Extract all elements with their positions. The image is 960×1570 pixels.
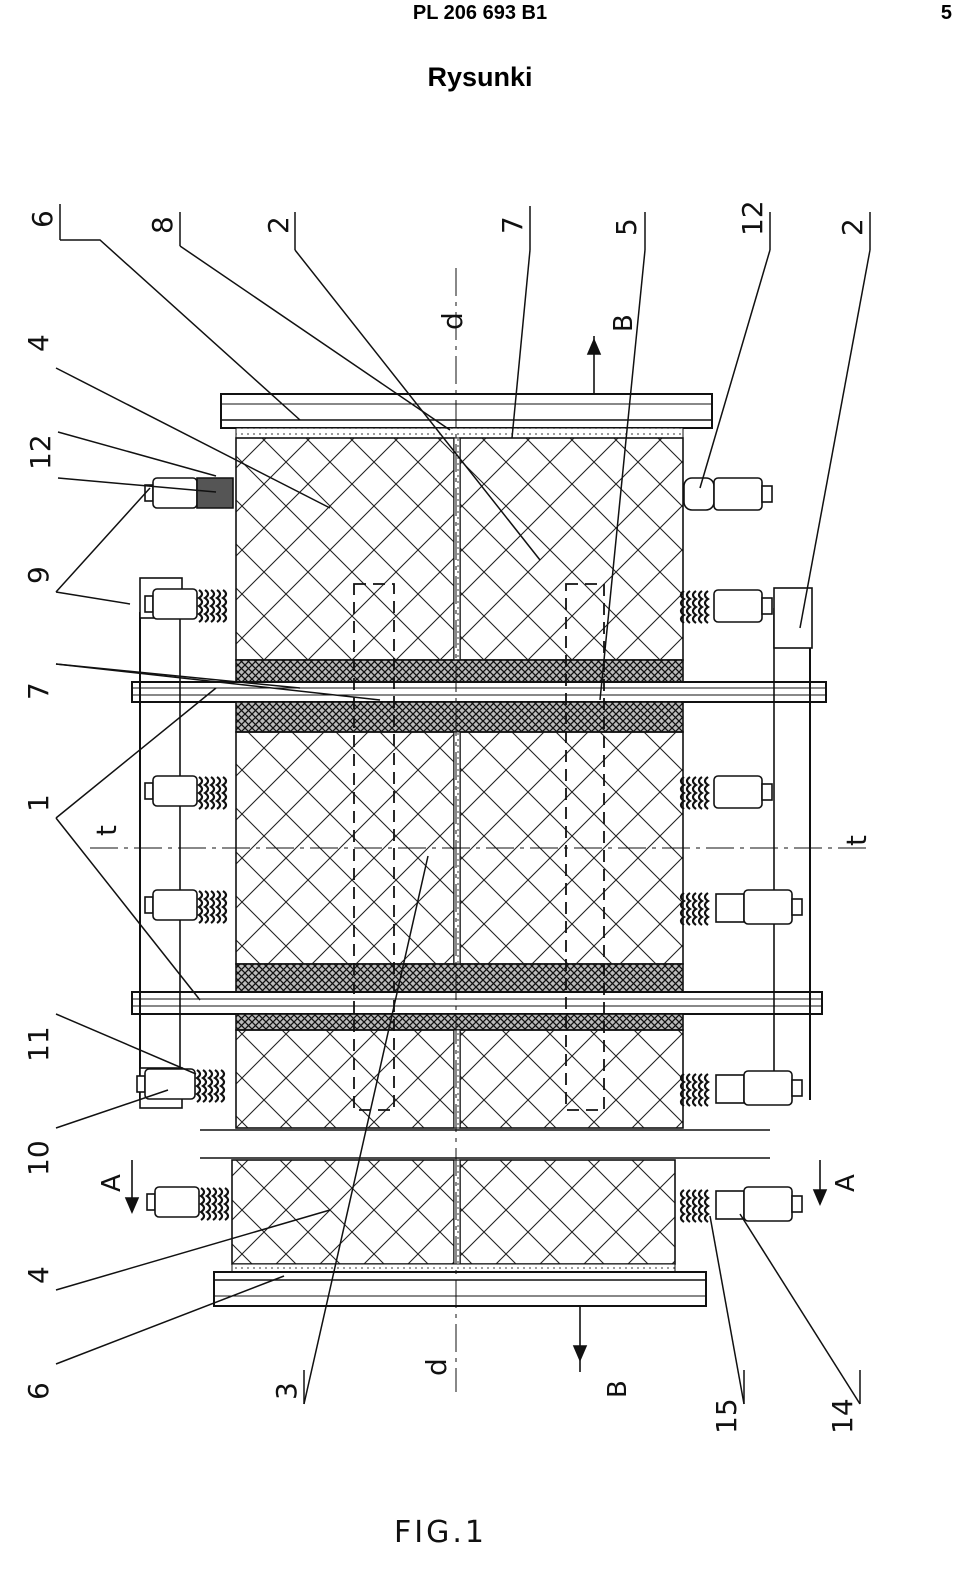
- page-title: Rysunki: [427, 62, 533, 92]
- bottom-plate-dotted-strip: [231, 1263, 676, 1273]
- leader-6-bottom: [55, 1275, 285, 1365]
- section-arrows: [124, 336, 828, 1372]
- leader-2-right: [799, 249, 871, 629]
- section-a-left-arrowhead: [124, 1197, 140, 1215]
- dashed-inner-block-right: [565, 583, 605, 1111]
- reference-numerals: 6 8 2 7 5 12 2 4 12 9 7 1 11 10 4 6 3 15…: [22, 200, 869, 1434]
- section-a-right-label: A: [831, 1174, 861, 1192]
- spring-unit-right-6: [679, 1186, 803, 1223]
- leader-9-a: [55, 487, 151, 593]
- spring-unit-right-5: [679, 1070, 803, 1107]
- label-15: 15: [710, 1398, 743, 1434]
- label-1: 1: [22, 794, 55, 812]
- left-spring-units: [136, 477, 234, 1221]
- leader-8: [179, 245, 451, 431]
- section-b-top-label: B: [609, 314, 639, 332]
- figure-caption: FIG.1: [394, 1515, 487, 1550]
- core-block-low-left: [235, 1029, 455, 1129]
- section-a-left-label: A: [97, 1174, 127, 1192]
- publication-number: PL 206 693 B1: [412, 2, 548, 24]
- leader-10: [55, 1089, 169, 1129]
- section-b-top-arrowhead: [586, 337, 602, 355]
- leader-4-top: [55, 367, 331, 509]
- label-4-bottom: 4: [22, 1266, 55, 1284]
- right-spring-units: [679, 477, 803, 1223]
- label-2-right: 2: [836, 218, 869, 236]
- leader-9-b: [55, 591, 131, 605]
- busbar-lower: [131, 991, 823, 1015]
- label-7-top: 7: [496, 216, 529, 234]
- center-rail-top: [453, 437, 461, 661]
- leader-6-top: [60, 239, 301, 421]
- label-8: 8: [146, 216, 179, 234]
- leader-12-left-b: [57, 477, 217, 493]
- section-a-right-arrowhead: [812, 1189, 828, 1207]
- leader-7-top: [511, 249, 531, 439]
- leader-11: [55, 1013, 197, 1075]
- axis-and-section-letters: d d t t A A B B: [90, 312, 873, 1398]
- label-5: 5: [610, 218, 643, 236]
- core-block-bottom-left: [231, 1159, 455, 1265]
- leader-2-top: [294, 249, 541, 561]
- leader-5: [599, 249, 646, 701]
- spring-unit-left-3: [144, 775, 228, 810]
- spring-unit-left-6: [146, 1186, 230, 1221]
- label-3: 3: [270, 1382, 303, 1400]
- label-6-bottom: 6: [22, 1382, 55, 1400]
- label-7-left: 7: [22, 682, 55, 700]
- label-14: 14: [826, 1398, 859, 1434]
- hatched-band-2: [235, 701, 684, 733]
- spring-unit-left-2: [144, 588, 228, 623]
- section-b-bottom-arrowhead: [572, 1345, 588, 1363]
- leader-7-left-b: [55, 663, 301, 689]
- label-9: 9: [22, 566, 55, 584]
- spring-unit-left-5: [136, 1068, 226, 1103]
- label-12-left: 12: [24, 434, 57, 470]
- spring-unit-right-4: [679, 889, 803, 926]
- spring-unit-right-2: [679, 589, 773, 624]
- leader-1-a: [55, 687, 217, 819]
- leader-1-b: [55, 817, 201, 1001]
- axis-t-left-label: t: [90, 825, 123, 836]
- label-10: 10: [22, 1140, 55, 1176]
- spring-unit-left-4: [144, 889, 228, 924]
- center-rail-bottom: [453, 1159, 461, 1265]
- axis-d-bottom-label: d: [420, 1358, 453, 1376]
- leader-lines: [55, 204, 871, 1405]
- top-plate-dotted-strip: [235, 427, 684, 439]
- core-block-low-right: [459, 1029, 684, 1129]
- axis-t-right-label: t: [840, 835, 873, 846]
- spring-unit-right-3: [679, 775, 773, 810]
- busbar-upper: [131, 681, 827, 703]
- hatched-band-1: [235, 659, 684, 683]
- dashed-inner-block-left: [353, 583, 395, 1111]
- section-b-bottom-label: B: [603, 1380, 633, 1398]
- hatched-band-4: [235, 1013, 684, 1031]
- spring-unit-left-1: [144, 477, 234, 509]
- core-block-top-left: [235, 437, 455, 661]
- label-12-right: 12: [736, 200, 769, 236]
- core-block-top-right: [459, 437, 684, 661]
- end-plate-top: [220, 393, 713, 429]
- leader-3: [303, 855, 429, 1405]
- leader-12-right: [699, 249, 771, 489]
- leader-14: [739, 1213, 861, 1405]
- label-4-top: 4: [22, 334, 55, 352]
- hatched-band-3: [235, 963, 684, 993]
- end-plate-bottom: [213, 1271, 707, 1307]
- spring-unit-right-1: [683, 477, 773, 511]
- axis-d-top-label: d: [436, 312, 469, 330]
- core-block-bottom-right: [459, 1159, 676, 1265]
- leader-15: [709, 1215, 745, 1405]
- label-11: 11: [22, 1026, 55, 1062]
- leader-12-left-a: [57, 431, 217, 477]
- drawing-structure: [90, 268, 872, 1392]
- label-2-top: 2: [262, 216, 295, 234]
- leader-4-bottom: [55, 1209, 331, 1291]
- label-6-top: 6: [26, 210, 59, 228]
- page-number: 5: [940, 2, 952, 24]
- center-rail-low: [453, 1029, 461, 1129]
